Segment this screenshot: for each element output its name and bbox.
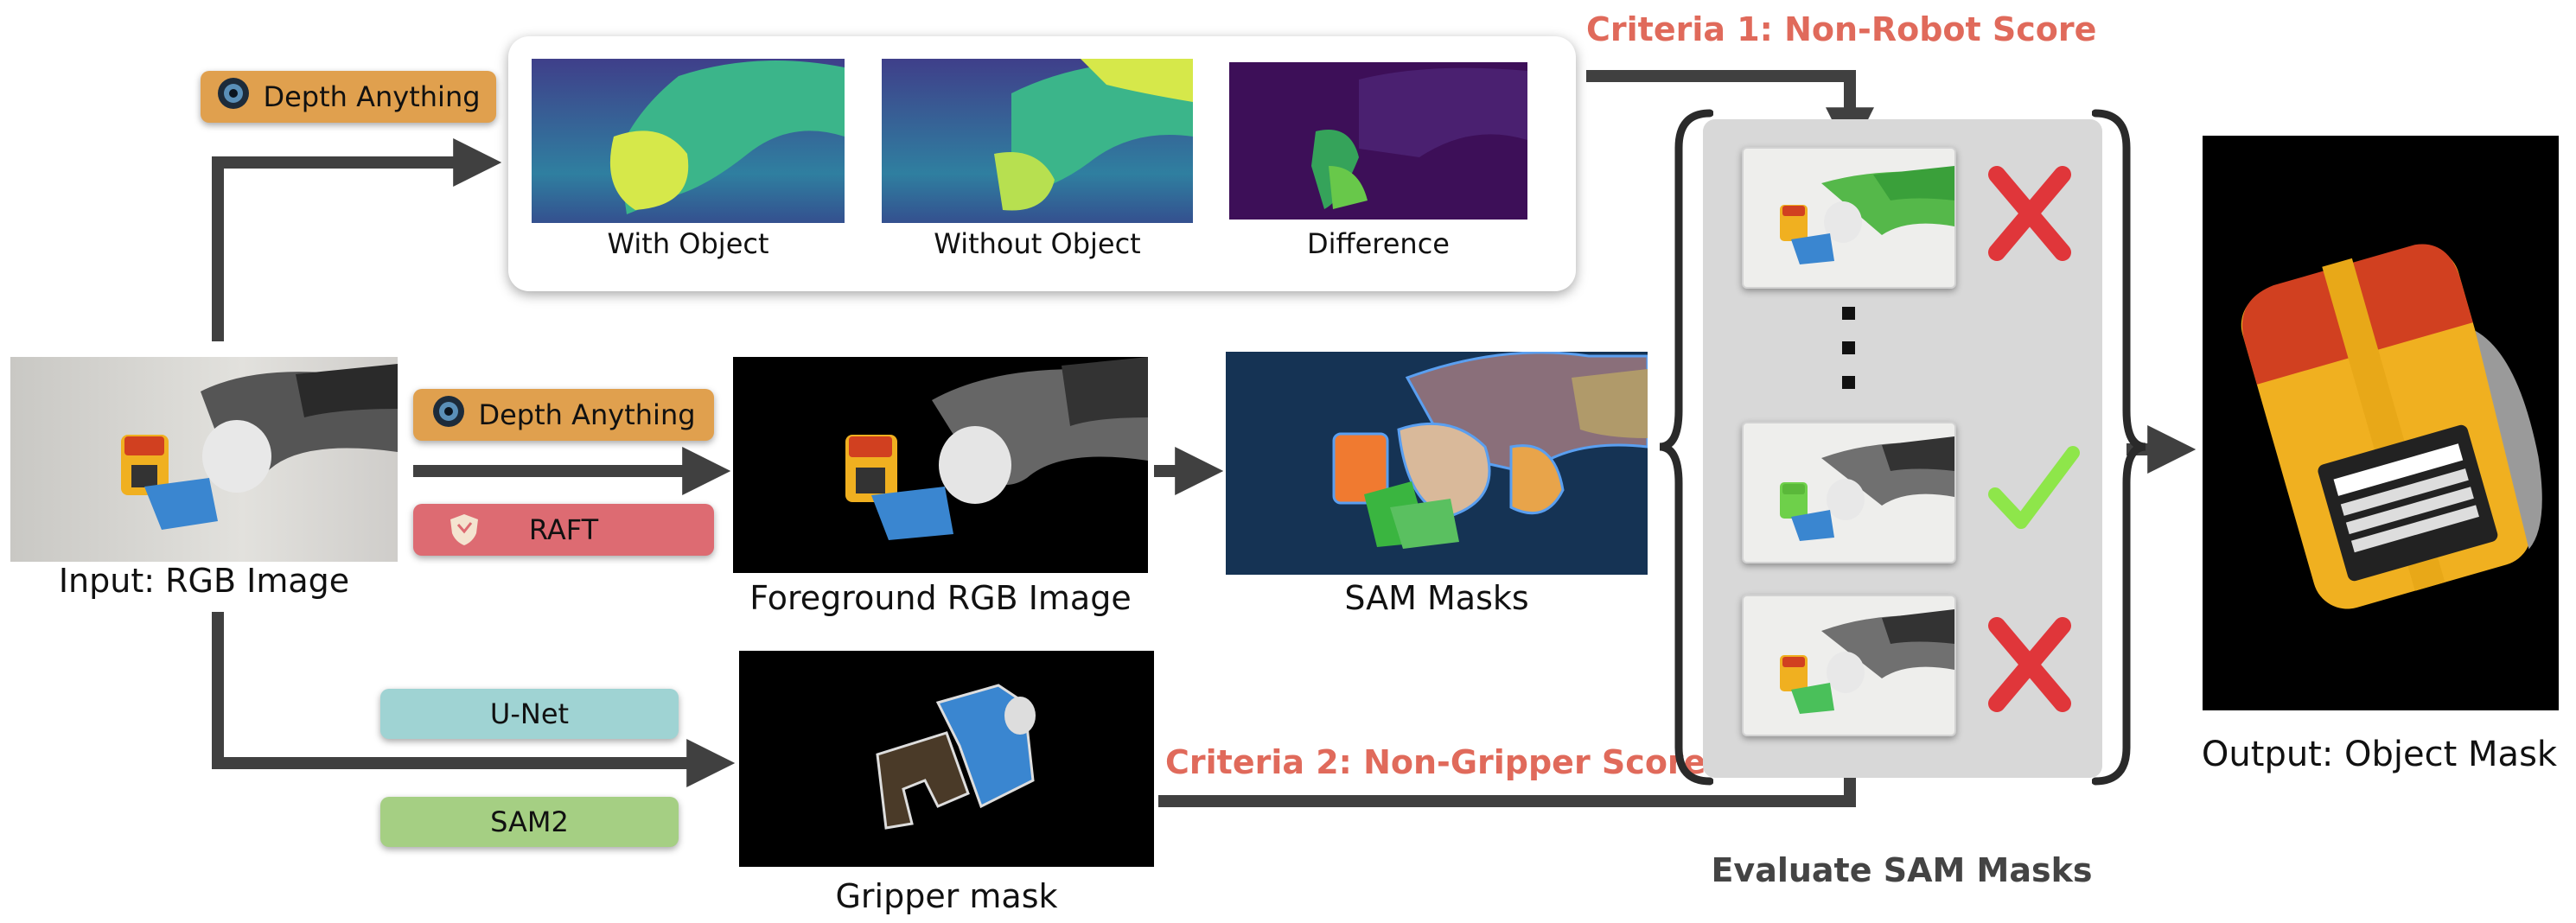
depth-map-with-object	[532, 59, 845, 223]
raft-label: RAFT	[528, 513, 599, 546]
depth-anything-pill-mid: Depth Anything	[413, 389, 714, 441]
eye-logo-icon	[431, 394, 466, 436]
depth-map-without-object	[882, 59, 1193, 223]
foreground-caption: Foreground RGB Image	[749, 579, 1132, 617]
cross-icon	[1988, 617, 2071, 712]
depth-anything-label: Depth Anything	[263, 80, 481, 113]
evaluate-caption: Evaluate SAM Masks	[1711, 851, 2093, 889]
gripper-mask-image	[739, 651, 1154, 867]
input-rgb-image	[10, 357, 398, 562]
candidate-mask-2	[1742, 422, 1956, 563]
candidate-mask-1	[1742, 147, 1956, 289]
sam2-pill: SAM2	[380, 797, 679, 847]
depth-anything-pill-top: Depth Anything	[201, 71, 496, 123]
difference-caption: Difference	[1307, 227, 1450, 260]
arrow-to-gripper	[212, 612, 736, 787]
output-object-mask-image	[2203, 136, 2559, 710]
raft-pill: RAFT	[413, 504, 714, 556]
without-object-caption: Without Object	[934, 227, 1141, 260]
eye-logo-icon	[216, 76, 251, 118]
right-brace	[2092, 109, 2146, 786]
sam2-label: SAM2	[490, 805, 569, 838]
foreground-rgb-image	[733, 357, 1148, 573]
cross-icon	[1988, 166, 2071, 261]
input-caption: Input: RGB Image	[58, 562, 350, 600]
depth-anything-label: Depth Anything	[478, 398, 696, 431]
candidate-mask-3	[1742, 595, 1956, 736]
sam-masks-image	[1226, 352, 1648, 575]
shield-logo-icon	[448, 512, 481, 554]
criteria-2-label: Criteria 2: Non-Gripper Score	[1165, 743, 1706, 781]
gripper-caption: Gripper mask	[835, 877, 1058, 915]
sam-masks-caption: SAM Masks	[1344, 579, 1529, 617]
arrow-criteria-1	[1586, 70, 1874, 156]
left-brace	[1659, 109, 1713, 786]
check-icon	[1988, 446, 2080, 529]
output-caption: Output: Object Mask	[2201, 735, 2558, 774]
unet-label: U-Net	[489, 697, 570, 730]
with-object-caption: With Object	[607, 227, 769, 260]
unet-pill: U-Net	[380, 689, 679, 739]
criteria-1-label: Criteria 1: Non-Robot Score	[1586, 10, 2097, 48]
arrow-to-depth-panel	[212, 138, 502, 341]
vertical-ellipsis-icon	[1842, 307, 1855, 389]
depth-map-difference	[1229, 62, 1527, 220]
